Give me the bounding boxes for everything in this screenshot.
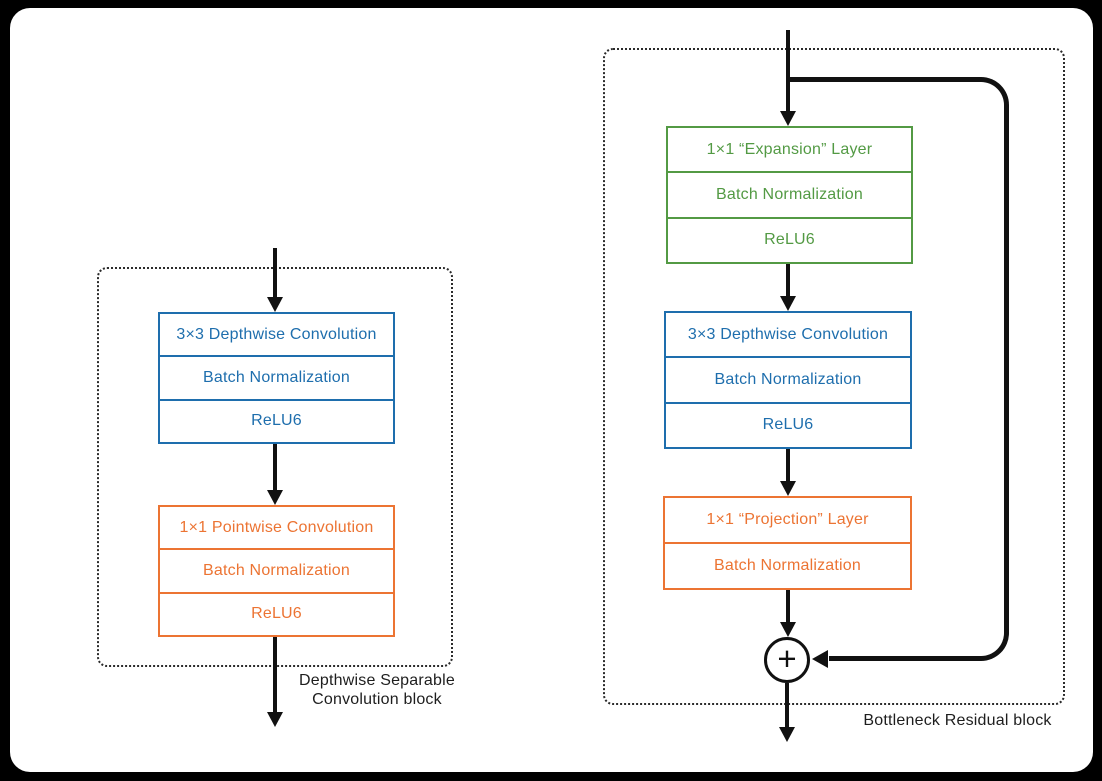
arrowhead-down-icon (779, 727, 795, 742)
add-icon: + (764, 637, 810, 683)
layer-row: Batch Normalization (666, 356, 910, 401)
projection-layer-block: 1×1 “Projection” Layer Batch Normalizati… (663, 496, 912, 590)
arrow-down-icon (273, 248, 277, 298)
arrowhead-down-icon (267, 490, 283, 505)
pointwise-conv-block: 1×1 Pointwise Convolution Batch Normaliz… (158, 505, 395, 637)
layer-row: 3×3 Depthwise Convolution (176, 325, 377, 343)
layer-row: ReLU6 (668, 216, 911, 262)
layer-row: ReLU6 (160, 398, 393, 442)
layer-row: Batch Normalization (160, 548, 393, 591)
layer-row: 1×1 “Expansion” Layer (706, 140, 873, 158)
layer-row: 1×1 Pointwise Convolution (179, 518, 374, 536)
layer-row: Batch Normalization (668, 171, 911, 216)
arrowhead-down-icon (780, 481, 796, 496)
layer-row: 1×1 “Projection” Layer (706, 511, 869, 528)
layer-row: ReLU6 (160, 591, 393, 635)
arrowhead-down-icon (780, 296, 796, 311)
depthwise-conv-block: 3×3 Depthwise Convolution Batch Normaliz… (158, 312, 395, 444)
arrow-down-icon (273, 637, 277, 713)
arrow-down-icon (785, 683, 789, 728)
right-diagram-caption: Bottleneck Residual block (863, 712, 1052, 729)
arrow-down-icon (786, 449, 790, 482)
arrowhead-left-icon (812, 650, 828, 668)
right-dashed-boundary (603, 48, 1065, 705)
arrow-down-icon (786, 30, 790, 112)
arrow-down-icon (786, 590, 790, 623)
layer-row: 3×3 Depthwise Convolution (687, 325, 889, 343)
caption-line: Convolution block (312, 691, 442, 708)
layer-row: Batch Normalization (160, 355, 393, 398)
skip-connection-line (788, 77, 850, 82)
layer-row: Batch Normalization (665, 542, 910, 588)
arrow-down-icon (273, 444, 277, 491)
plus-symbol: + (777, 640, 797, 677)
expansion-layer-block: 1×1 “Expansion” Layer Batch Normalizatio… (666, 126, 913, 264)
caption-line: Depthwise Separable (299, 672, 455, 689)
layer-row: ReLU6 (666, 401, 910, 447)
left-diagram-caption: Depthwise Separable Convolution block (283, 671, 471, 709)
arrowhead-down-icon (780, 622, 796, 637)
depthwise-conv-block: 3×3 Depthwise Convolution Batch Normaliz… (664, 311, 912, 449)
skip-connection-line (829, 77, 1009, 661)
arrowhead-down-icon (780, 111, 796, 126)
arrowhead-down-icon (267, 297, 283, 312)
arrowhead-down-icon (267, 712, 283, 727)
arrow-down-icon (786, 264, 790, 297)
